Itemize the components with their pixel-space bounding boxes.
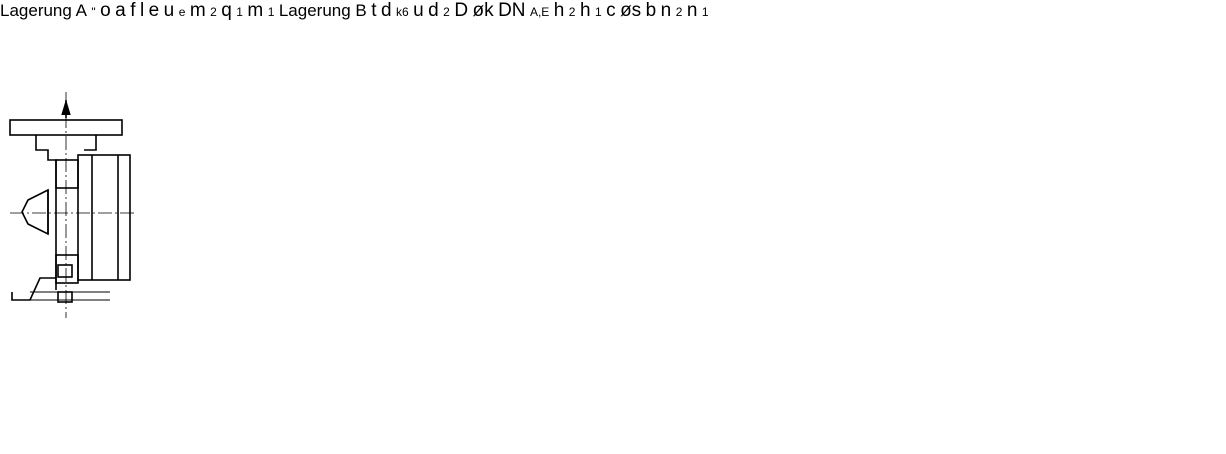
dim-n1-sub: 1: [701, 5, 709, 19]
dim-b: b: [645, 0, 657, 21]
dim-q1: q: [221, 0, 232, 21]
dim-ue-sub: e: [178, 5, 186, 19]
dim-n2: n: [660, 0, 672, 21]
dim-c: c: [606, 0, 616, 21]
dim-h1: h: [579, 0, 591, 21]
dim-m2: m: [189, 0, 206, 21]
stray-mark: ": [91, 5, 96, 19]
dim-h1-sub: 1: [594, 5, 602, 19]
dim-dn-sub: A,E: [529, 5, 550, 19]
dim-o: o: [100, 0, 111, 21]
dim-h2-sub: 2: [568, 5, 576, 19]
dim-n2-sub: 2: [675, 5, 683, 19]
dim-t: t: [371, 0, 377, 21]
dim-d2: d: [428, 0, 439, 21]
dim-dk6-sub: k6: [395, 5, 409, 19]
dim-dk6: d: [380, 0, 392, 21]
dim-m1: m: [247, 0, 264, 21]
dim-h2: h: [553, 0, 565, 21]
dim-d2-sub: 2: [443, 5, 450, 19]
view-lagerung-a: [9, 92, 135, 318]
dim-l: l: [139, 0, 145, 21]
dim-D: D: [454, 0, 469, 21]
dim-m2-sub: 2: [210, 5, 217, 19]
dim-phik: øk: [472, 0, 494, 21]
dim-q1-sub: 1: [236, 5, 243, 19]
dim-u: u: [413, 0, 424, 21]
caption-lagerung-a: Lagerung A: [0, 1, 87, 20]
dim-f: f: [130, 0, 136, 21]
dim-phis: øs: [620, 0, 642, 21]
dim-dn: DN: [498, 0, 526, 21]
dim-a: a: [115, 0, 126, 21]
caption-lagerung-b: Lagerung B: [278, 1, 367, 20]
dim-m1-sub: 1: [267, 5, 275, 19]
dim-e: e: [148, 0, 160, 21]
dim-n1: n: [686, 0, 698, 21]
dim-ue: u: [163, 0, 175, 21]
